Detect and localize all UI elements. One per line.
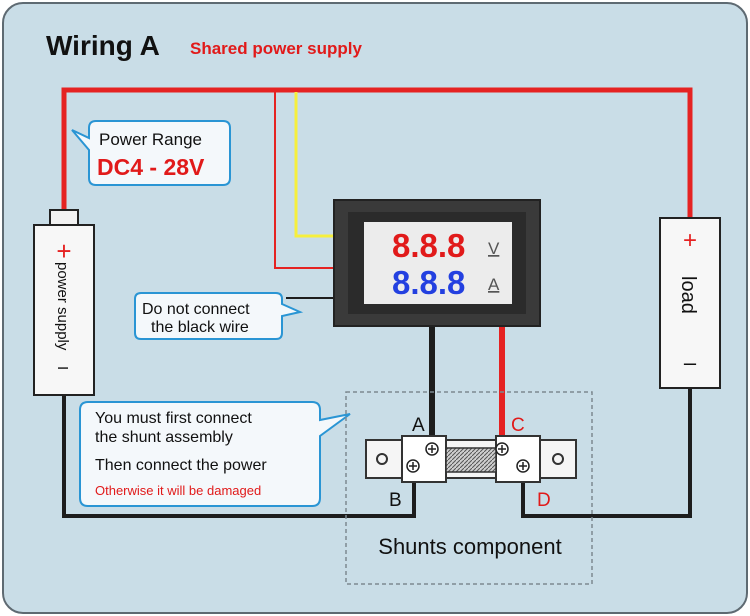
meter-display	[364, 222, 512, 304]
current-readout: 8.8.8	[392, 264, 465, 301]
power-range-bubble	[71, 120, 231, 186]
black-wire-note-line1: Do not connect	[142, 301, 250, 318]
load-wire-d	[521, 388, 692, 518]
red-main-wire	[61, 87, 693, 218]
terminal-label-a: A	[412, 415, 425, 436]
shunt-mount-hole-left	[376, 453, 388, 465]
power-supply: + power supply I	[33, 209, 95, 396]
power-range-label: Power Range	[99, 130, 202, 149]
diagram-subtitle: Shared power supply	[190, 39, 362, 58]
black-wire-note-line2: the black wire	[151, 319, 249, 336]
negative-wire-b	[62, 392, 416, 518]
load-label: load	[677, 276, 699, 314]
terminal-label-c: C	[511, 415, 525, 436]
panel-meter: 8.8.8 V 8.8.8 A	[333, 199, 541, 327]
power-supply-body	[33, 224, 95, 396]
voltage-unit: V	[488, 239, 500, 258]
power-supply-label: power supply	[54, 262, 71, 351]
shunt-note-callout: You must first connect the shunt assembl…	[79, 401, 351, 507]
power-supply-cap	[49, 209, 79, 227]
screw-c	[495, 442, 509, 456]
load-device: + load –	[659, 217, 721, 389]
shunt-note-line2: the shunt assembly	[95, 429, 233, 446]
shunt-mount-hole-right	[552, 453, 564, 465]
meter-yellow-lead	[294, 92, 336, 238]
shunt-note-warning: Otherwise it will be damaged	[95, 483, 261, 498]
load-plus: +	[683, 227, 697, 254]
power-range-value: DC4 - 28V	[97, 154, 205, 180]
current-unit: A	[488, 275, 500, 294]
diagram-title: Wiring A	[46, 30, 160, 61]
power-range-callout: Power Range DC4 - 28V	[71, 120, 231, 186]
shunt-component: A B C D Shunts component	[345, 391, 593, 585]
shunt-dashed-boundary	[345, 391, 593, 585]
load-minus: –	[684, 350, 697, 375]
shunt-terminal-left	[401, 435, 447, 483]
shunt-note-line3: Then connect the power	[95, 457, 267, 474]
screw-d	[516, 459, 530, 473]
black-wire-bubble	[134, 292, 304, 340]
shunt-label: Shunts component	[378, 534, 561, 559]
load-body	[659, 217, 721, 389]
screw-b	[406, 459, 420, 473]
screw-a	[425, 442, 439, 456]
black-wire-callout: Do not connect the black wire	[134, 292, 304, 340]
shunt-note-line1: You must first connect	[95, 410, 252, 427]
voltage-readout: 8.8.8	[392, 227, 465, 264]
power-supply-minus: I	[54, 366, 71, 370]
terminal-label-d: D	[537, 490, 551, 511]
shunt-resistor-element	[445, 447, 497, 473]
power-supply-plus: +	[56, 236, 71, 266]
shunt-note-bubble	[79, 401, 351, 507]
terminal-label-b: B	[389, 490, 402, 511]
meter-red-lead	[274, 92, 336, 269]
